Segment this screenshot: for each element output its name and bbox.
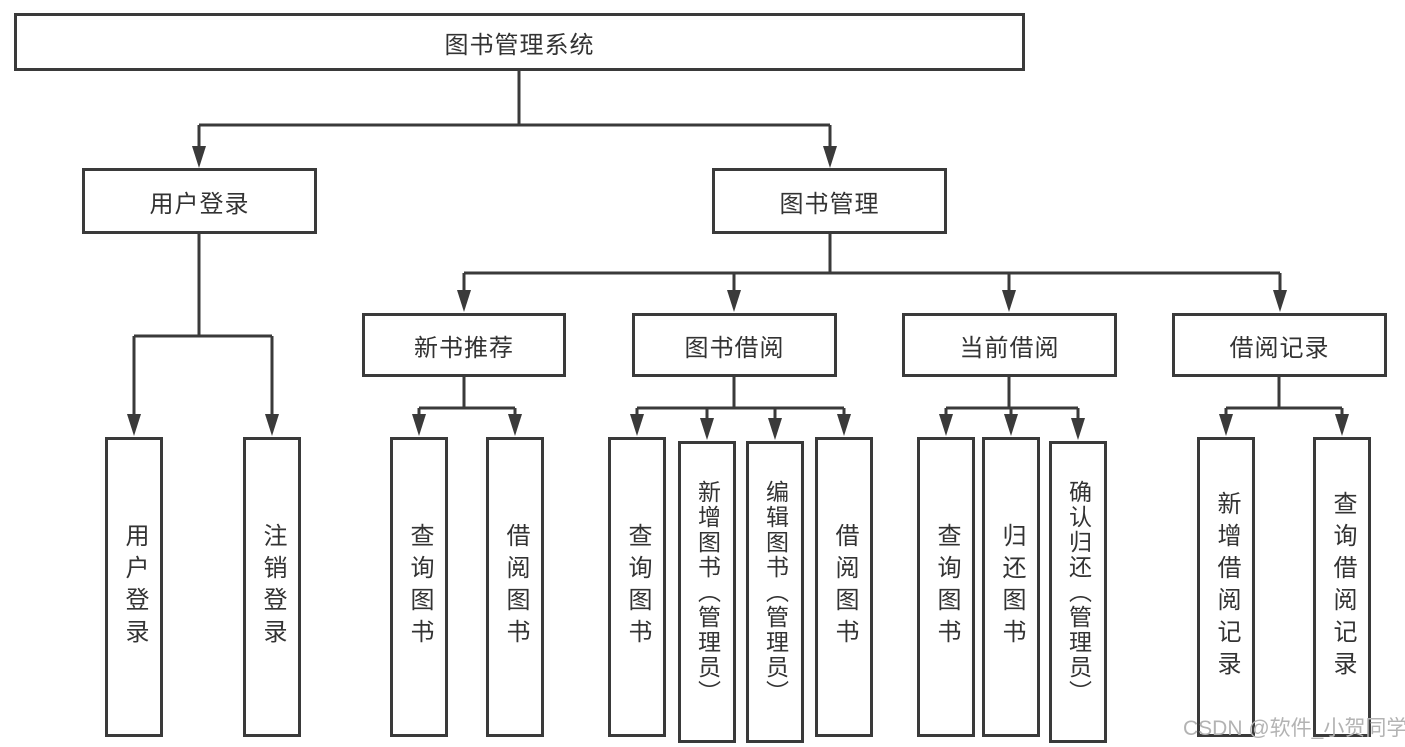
leaf-label: 查询图书 (624, 523, 651, 651)
connector-records-to-leaves (1224, 377, 1344, 418)
node-label: 图书借阅 (684, 334, 785, 362)
leaf-label: 确认归还（管理员） (1065, 479, 1092, 705)
leaf-add-borrow-record: 新增借阅记录 (1197, 437, 1255, 737)
leaf-user-login: 用户登录 (105, 437, 163, 737)
leaf-label: 归还图书 (998, 523, 1025, 651)
connector-borrow-to-leaves (635, 377, 846, 420)
csdn-watermark: CSDN @软件_小贺同学 (1183, 717, 1405, 740)
leaf-borrow-books-recommend: 借阅图书 (486, 437, 544, 737)
node-label: 新书推荐 (414, 334, 514, 362)
node-borrowing-records: 借阅记录 (1172, 313, 1387, 377)
node-book-borrowing: 图书借阅 (632, 313, 837, 377)
leaf-return-books: 归还图书 (982, 437, 1040, 737)
node-label: 借阅记录 (1229, 334, 1330, 362)
leaf-query-books-current: 查询图书 (917, 437, 975, 737)
node-library-management-system: 图书管理系统 (14, 13, 1025, 71)
node-current-borrowing: 当前借阅 (902, 313, 1117, 377)
node-book-management: 图书管理 (712, 168, 947, 234)
connector-root-to-level2 (197, 70, 832, 150)
leaf-label: 借阅图书 (831, 523, 858, 651)
leaf-borrow-books: 借阅图书 (815, 437, 873, 737)
connector-current-to-leaves (944, 377, 1080, 420)
leaf-label: 借阅图书 (502, 523, 529, 651)
leaf-label: 用户登录 (121, 523, 148, 651)
connector-newbook-to-leaves (417, 377, 517, 418)
leaf-label: 查询图书 (933, 523, 960, 651)
leaf-label: 编辑图书（管理员） (762, 479, 789, 705)
node-label: 图书管理 (779, 190, 880, 218)
connector-bookmgmt-to-level3 (462, 234, 1282, 294)
node-label: 用户登录 (149, 190, 250, 218)
connector-userlogin-to-leaves (132, 234, 274, 418)
node-new-book-recommendation: 新书推荐 (362, 313, 566, 377)
leaf-label: 新增图书（管理员） (694, 479, 721, 705)
leaf-label: 查询借阅记录 (1329, 491, 1356, 683)
leaf-label: 注销登录 (259, 523, 286, 651)
leaf-confirm-return-admin: 确认归还（管理员） (1049, 441, 1107, 743)
node-user-login: 用户登录 (82, 168, 317, 234)
leaf-add-books-admin: 新增图书（管理员） (678, 441, 736, 743)
leaf-query-books-borrow: 查询图书 (608, 437, 666, 737)
leaf-logout-login: 注销登录 (243, 437, 301, 737)
node-label: 当前借阅 (959, 334, 1060, 362)
node-label: 图书管理系统 (444, 31, 595, 59)
leaf-query-books-recommend: 查询图书 (390, 437, 448, 737)
leaf-edit-books-admin: 编辑图书（管理员） (746, 441, 804, 743)
leaf-label: 新增借阅记录 (1213, 491, 1240, 683)
leaf-label: 查询图书 (406, 523, 433, 651)
leaf-query-borrow-record: 查询借阅记录 (1313, 437, 1371, 737)
